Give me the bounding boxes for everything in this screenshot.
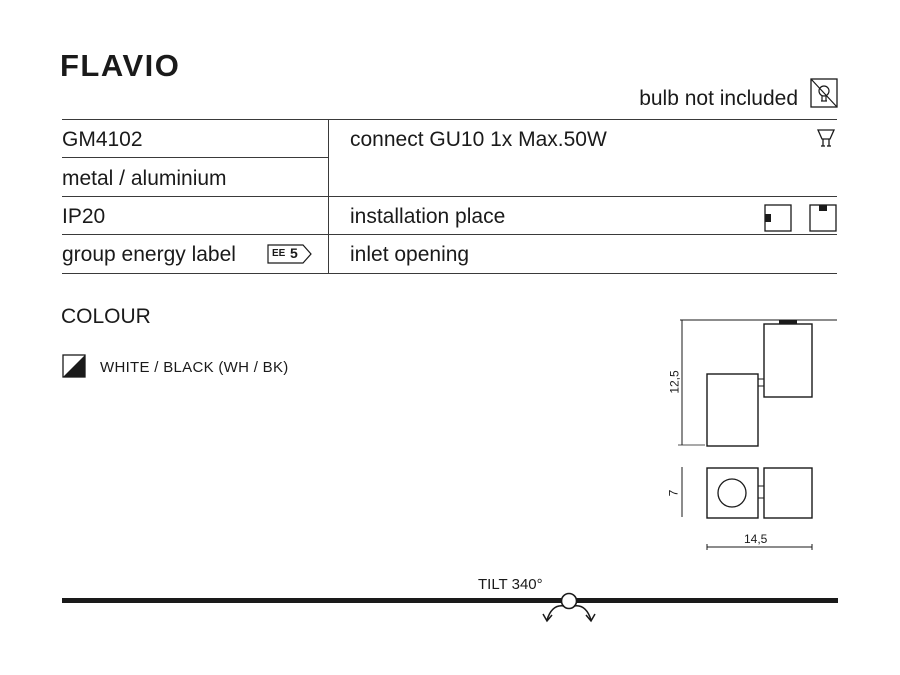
- table-line: [62, 196, 837, 197]
- tilt-bar: [62, 598, 838, 603]
- energy-badge-value: 5: [290, 245, 298, 261]
- energy-badge-icon: [267, 244, 312, 264]
- side-view-drawing: [678, 319, 837, 550]
- inlet-opening: inlet opening: [350, 243, 470, 266]
- ceiling-mount-icon: [809, 204, 837, 232]
- ip-rating: IP20: [62, 205, 106, 228]
- height-dimension: 12,5: [667, 370, 682, 394]
- colour-heading: COLOUR: [61, 305, 151, 328]
- energy-badge-prefix: EE: [272, 248, 286, 259]
- rotation-arrows-icon: [542, 592, 596, 623]
- table-divider: [328, 119, 329, 273]
- bulb-note: bulb not included: [639, 87, 798, 110]
- colour-option: WHITE / BLACK (WH / BK): [100, 359, 289, 376]
- connection-spec: connect GU10 1x Max.50W: [350, 128, 607, 151]
- depth-dimension: 7: [666, 489, 681, 497]
- white-black-swatch-icon: [62, 354, 86, 378]
- table-line: [62, 273, 837, 274]
- width-dimension: 14,5: [744, 532, 768, 546]
- gu10-bulb-icon: [816, 129, 836, 147]
- tilt-label: TILT 340°: [478, 576, 543, 593]
- product-material: metal / aluminium: [62, 167, 227, 190]
- table-line: [62, 234, 837, 235]
- product-title: FLAVIO: [60, 48, 181, 83]
- installation-place: installation place: [350, 205, 506, 228]
- table-line: [62, 157, 328, 158]
- product-code: GM4102: [62, 128, 143, 151]
- energy-label-text: group energy label: [62, 243, 236, 266]
- wall-mount-icon: [764, 204, 792, 232]
- crossed-bulb-icon: [810, 78, 838, 108]
- table-line: [62, 119, 837, 120]
